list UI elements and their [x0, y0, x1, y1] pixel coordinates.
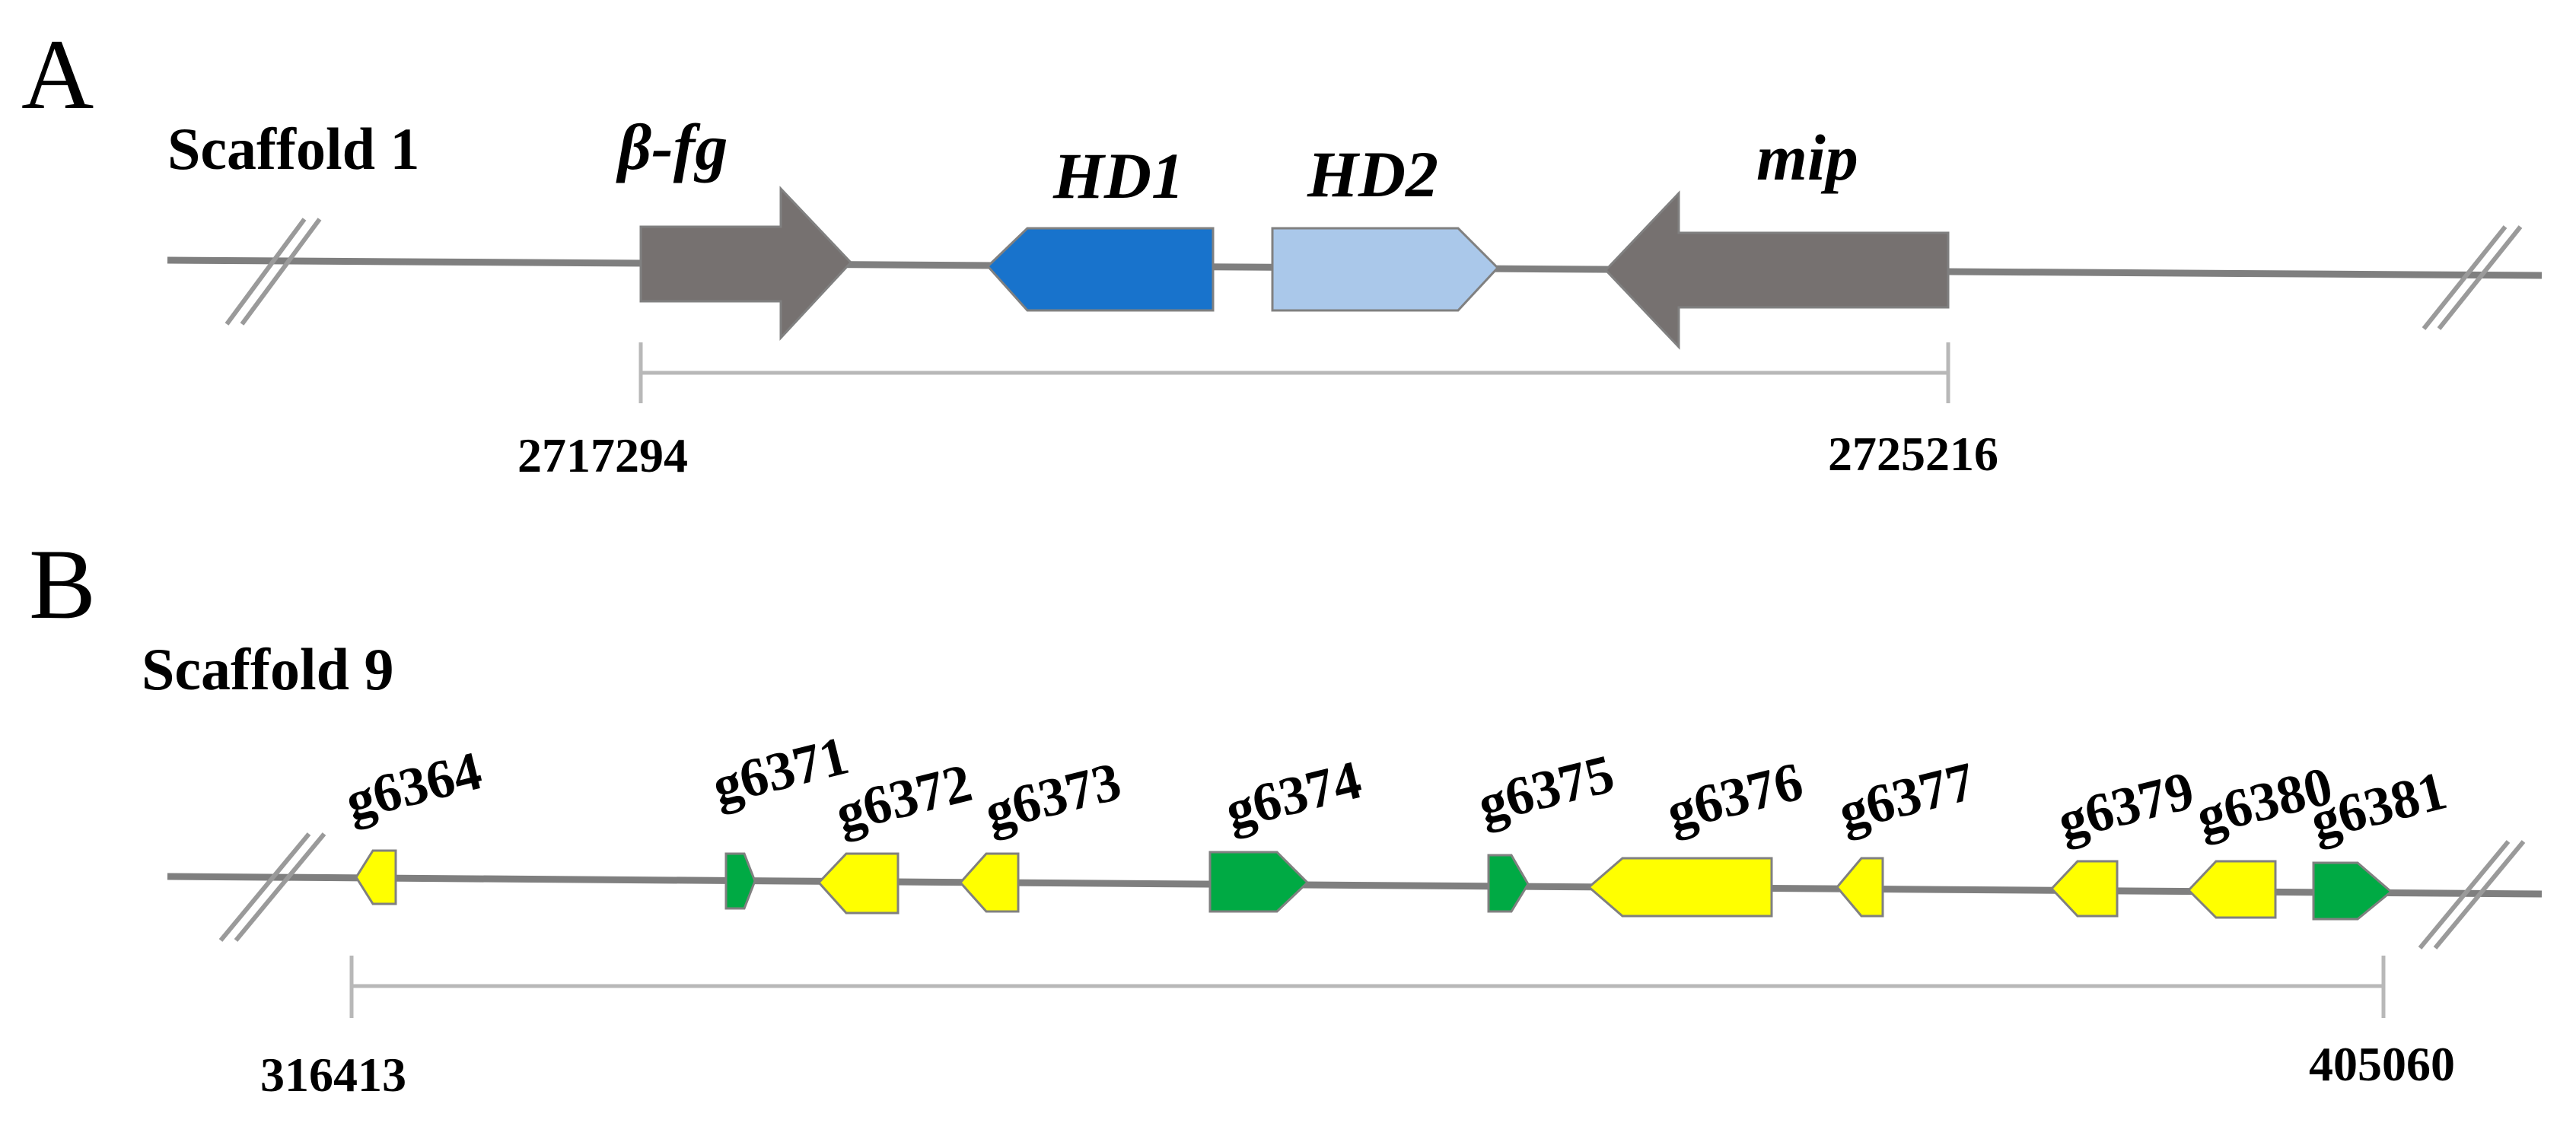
coordinate-ruler-b [349, 956, 2386, 1018]
scaffold-label-b: Scaffold 9 [142, 636, 394, 702]
gene-arrow-g6376 [1587, 857, 1773, 918]
coord-start-a: 2717294 [517, 428, 688, 482]
break-mark-a-left [224, 218, 322, 326]
coordinate-ruler-a [638, 342, 1950, 403]
gene-label-mip: mip [1756, 121, 1858, 194]
gene-arrow-hd2 [1271, 227, 1500, 312]
gene-label-g6374: g6374 [1220, 749, 1368, 841]
gene-arrow-g6364 [355, 849, 397, 905]
scaffold-backbone-b [167, 873, 2543, 898]
gene-label-g6373: g6373 [979, 750, 1127, 842]
gene-label-beta-fg: β-fg [616, 110, 728, 183]
break-mark-b-left [218, 832, 326, 942]
gene-arrow-g6373 [958, 852, 1020, 913]
coord-end-a: 2725216 [1828, 427, 1998, 481]
gene-arrow-g6381 [2312, 861, 2393, 921]
gene-arrow-g6375 [1487, 854, 1530, 913]
gene-label-g6371: g6371 [707, 724, 855, 816]
gene-label-g6375: g6375 [1473, 743, 1620, 835]
scaffold-label-a: Scaffold 1 [167, 116, 420, 182]
gene-arrow-g6374 [1208, 851, 1310, 913]
gene-label-hd1: HD1 [1052, 139, 1184, 212]
gene-arrow-mip [1603, 190, 1950, 350]
panel-letter-a: A [21, 18, 94, 130]
gene-label-g6376: g6376 [1661, 750, 1809, 842]
gene-arrow-hd1 [986, 227, 1215, 312]
coord-end-b: 405060 [2309, 1037, 2455, 1091]
break-mark-b-right [2418, 840, 2526, 950]
gene-arrow-g6379 [2049, 860, 2119, 918]
gene-label-g6364: g6364 [340, 740, 488, 832]
panel-a: A Scaffold 1 β-fg HD1 HD2 mip 2717294 2 [21, 18, 2543, 482]
gene-arrow-g6380 [2186, 860, 2277, 919]
gene-label-g6372: g6372 [830, 752, 978, 844]
break-mark-a-right [2422, 225, 2523, 330]
panel-letter-b: B [29, 528, 96, 640]
gene-label-g6379: g6379 [2052, 759, 2200, 851]
panel-b: B Scaffold 9 g6364 g6371 g6372 g6373 g63… [29, 528, 2543, 1102]
gene-arrow-g6371 [724, 852, 756, 910]
gene-label-hd2: HD2 [1307, 138, 1438, 211]
coord-start-b: 316413 [260, 1048, 406, 1102]
gene-label-g6377: g6377 [1833, 750, 1981, 842]
gene-arrow-g6372 [817, 852, 900, 915]
gene-arrow-g6377 [1836, 857, 1884, 918]
gene-arrow-beta-fg [639, 186, 853, 341]
